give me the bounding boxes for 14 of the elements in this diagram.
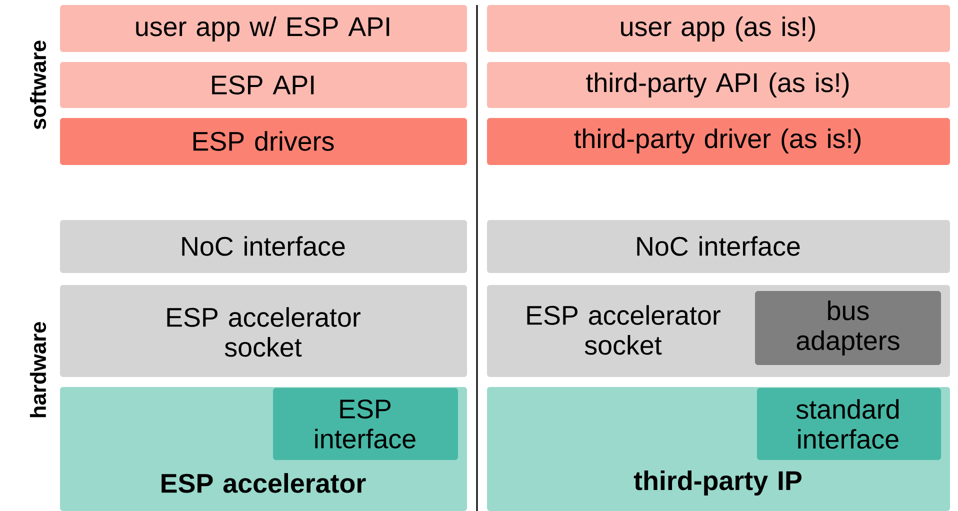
interface-box: standard interface bbox=[757, 388, 941, 460]
interface-box: ESP interface bbox=[273, 388, 458, 460]
side-label: hardware bbox=[30, 322, 46, 418]
layer-box: user app (as is!) bbox=[487, 5, 950, 52]
side-label: software bbox=[30, 40, 46, 130]
layer-box: user app w/ ESP API bbox=[60, 5, 467, 52]
layer-box: NoC interface bbox=[60, 220, 467, 273]
layer-box: ESP API bbox=[60, 62, 467, 108]
layer-box: ESP accelerator socket bbox=[60, 284, 467, 377]
layer-box: third-party driver (as is!) bbox=[487, 118, 950, 165]
layer-box: third-party API (as is!) bbox=[487, 62, 950, 108]
layer-box: ESP drivers bbox=[60, 118, 467, 165]
layer-box: NoC interface bbox=[487, 220, 950, 273]
adapter-box: bus adapters bbox=[755, 290, 941, 365]
